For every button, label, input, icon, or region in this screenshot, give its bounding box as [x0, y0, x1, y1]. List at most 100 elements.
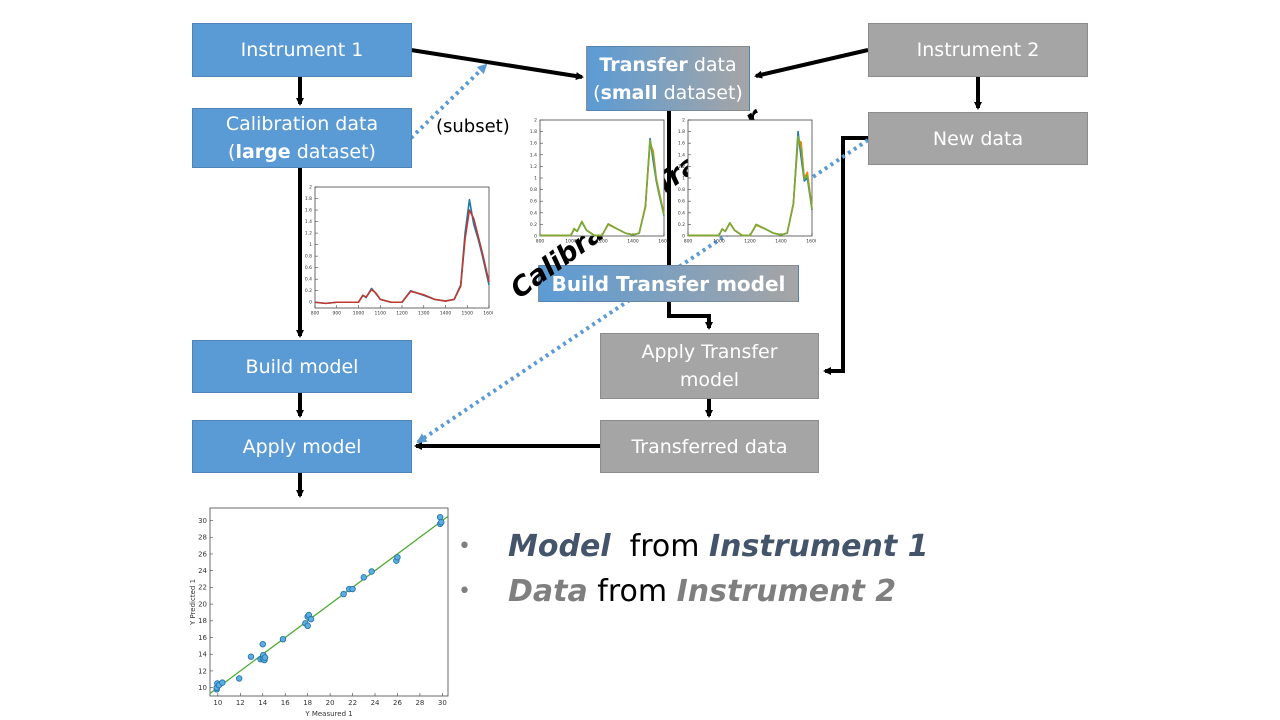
build-transfer-model-label: Build Transfer model: [551, 271, 786, 296]
apply-model-label: Apply model: [242, 435, 362, 458]
data-point: [360, 574, 368, 581]
data-point: [235, 675, 243, 682]
calibration-line1: Calibration data: [225, 113, 379, 135]
y-axis-label: Y Predicted 1: [189, 579, 197, 626]
data-point: [219, 679, 226, 686]
x-tick-label: 1000: [353, 311, 365, 317]
y-tick-label: 2: [534, 118, 537, 124]
bullet-item: • Data from Instrument 2: [458, 569, 929, 614]
x-tick-label: 24: [371, 699, 380, 707]
plot-area: [687, 119, 813, 237]
y-tick-label: 28: [198, 534, 207, 542]
x-tick-label: 1400: [440, 311, 452, 317]
x-tick-label: 1200: [744, 239, 756, 245]
x-tick-label: 800: [684, 239, 693, 245]
apply-transfer-line2: model: [679, 369, 740, 391]
build-model-box: Build model: [192, 340, 412, 393]
build-transfer-model-box: Build Transfer model: [538, 265, 799, 302]
data-point: [247, 653, 255, 660]
x-tick-label: 18: [303, 699, 312, 707]
y-tick-label: 0.4: [530, 210, 537, 216]
data-point: [394, 554, 401, 561]
transfer-data-box: Transfer data (small dataset): [586, 46, 750, 111]
x-tick-label: 14: [258, 699, 267, 707]
bullet-emphasis-2: Instrument 2: [676, 574, 897, 609]
data-point: [307, 615, 315, 623]
y-tick-label: 22: [198, 584, 207, 592]
y-tick-label: 12: [198, 667, 207, 675]
y-tick-label: 1.4: [678, 152, 685, 158]
x-tick-label: 16: [281, 699, 290, 707]
data-point: [261, 654, 269, 661]
x-tick-label: 26: [393, 699, 402, 707]
y-tick-label: 16: [198, 634, 207, 642]
y-tick-label: 1.8: [305, 196, 312, 202]
calibration-data-box: Calibration data (large dataset): [192, 108, 412, 168]
bullet-dot: •: [458, 579, 471, 604]
x-tick-label: 900: [332, 311, 341, 317]
y-tick-label: 2: [309, 185, 312, 191]
apply-transfer-line1: Apply Transfer: [641, 341, 778, 363]
subset-label: (subset): [436, 116, 510, 137]
data-point: [304, 622, 311, 630]
y-tick-label: 20: [198, 600, 207, 608]
arrow-build-transfer-to-apply-transfer: [667, 302, 713, 330]
x-axis-label: Y Measured 1: [304, 710, 352, 718]
x-tick-label: 10: [213, 699, 222, 707]
transferred-data-box: Transferred data: [600, 420, 819, 473]
bullet-text: from: [610, 529, 710, 564]
y-tick-label: 30: [198, 517, 207, 525]
y-tick-label: 2: [682, 118, 685, 124]
y-tick-label: 1.6: [678, 141, 685, 147]
x-tick-label: 30: [438, 699, 447, 707]
calibration-line2: (large dataset): [228, 141, 376, 163]
y-tick-label: 1.2: [678, 164, 685, 170]
x-tick-label: 28: [415, 699, 424, 707]
transfer-spectra-instrument2-chart: 800100012001400160000.20.40.60.811.21.41…: [678, 118, 816, 245]
y-tick-label: 10: [198, 684, 207, 692]
y-tick-label: 1: [534, 176, 537, 182]
instrument1-box: Instrument 1: [192, 23, 412, 77]
y-tick-label: 0: [309, 300, 312, 306]
y-tick-label: 0.2: [530, 222, 537, 228]
summary-bullets: • Model from Instrument 1 • Data from In…: [458, 524, 929, 614]
y-tick-label: 1.2: [305, 231, 312, 237]
plot-area: [209, 507, 449, 697]
data-point: [340, 590, 347, 598]
x-tick-label: 800: [311, 311, 320, 317]
x-tick-label: 800: [536, 239, 545, 245]
y-tick-label: 26: [198, 550, 207, 558]
x-tick-label: 1000: [565, 239, 577, 245]
bullet-dot: •: [458, 534, 471, 559]
y-tick-label: 0.8: [530, 187, 537, 193]
y-tick-label: 1.4: [530, 152, 537, 158]
y-tick-label: 0.2: [305, 288, 312, 294]
y-tick-label: 0.2: [678, 222, 685, 228]
data-point: [368, 568, 375, 575]
x-tick-label: 1200: [596, 239, 608, 245]
apply-model-box: Apply model: [192, 420, 412, 473]
y-tick-label: 1.2: [530, 164, 537, 170]
y-tick-label: 0.4: [305, 277, 312, 283]
y-tick-label: 0: [534, 234, 537, 240]
apply-transfer-model-box: Apply Transfer model: [600, 333, 819, 399]
calibration-spectra-chart: 800900100011001200130014001500160000.20.…: [305, 185, 493, 317]
y-tick-label: 0.8: [678, 187, 685, 193]
y-tick-label: 1: [309, 242, 312, 248]
bullet-item: • Model from Instrument 1: [458, 524, 929, 569]
y-tick-label: 1.6: [305, 208, 312, 214]
x-tick-label: 1000: [713, 239, 725, 245]
transferred-data-label: Transferred data: [631, 435, 788, 458]
x-tick-label: 1500: [462, 311, 474, 317]
arrow-newdata-to-apply-transfer: [823, 136, 868, 375]
data-point: [438, 519, 445, 526]
y-tick-label: 0.4: [678, 210, 685, 216]
transfer-line2: (small dataset): [593, 81, 743, 104]
instrument2-box: Instrument 2: [868, 23, 1088, 77]
series-line-green: [688, 135, 813, 237]
bullet-emphasis: Model: [508, 529, 611, 564]
